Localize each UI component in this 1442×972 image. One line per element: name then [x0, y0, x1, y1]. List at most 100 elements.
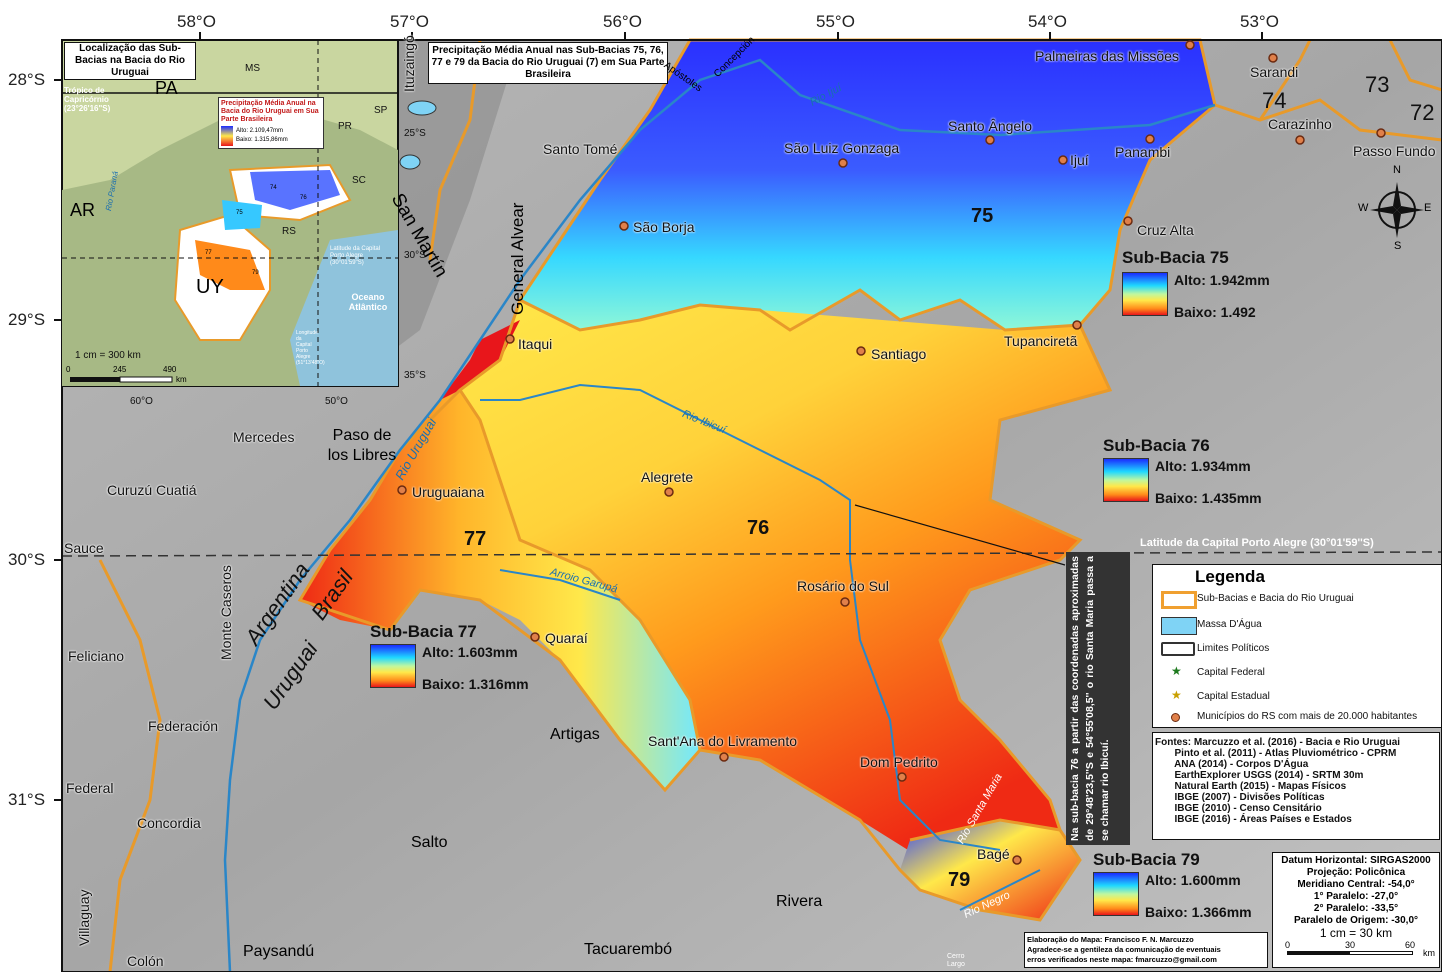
datum-l6: Paralelo de Origem: -30,0° [1293, 915, 1419, 926]
city-tacuarembo: Tacuarembó [584, 941, 673, 958]
inset-capital-lon: Longitude da Capital Porto Alegre (51°13… [296, 330, 325, 366]
city-sauce: Sauce [64, 540, 104, 556]
city-itaqui: Itaqui [518, 336, 553, 352]
city-concordia: Concordia [137, 815, 201, 831]
legend-box: Legenda Sub-Bacias e Bacia do Rio Urugua… [1152, 564, 1442, 728]
rio-ibicui-line [480, 383, 1001, 851]
inset-baixo: Baixo: 1.315,86mm [236, 137, 288, 143]
inset-sc: SC [352, 175, 366, 186]
sb79-alto: Alto: 1.600mm [1145, 872, 1241, 888]
basin-76-number: 76 [747, 517, 770, 539]
lon-label-54: 54°O [1028, 12, 1067, 31]
lon-label-56: 56°O [603, 12, 642, 31]
city-federacion: Federación [148, 718, 219, 734]
city-sao-luiz: São Luiz Gonzaga [784, 140, 900, 156]
sb76-baixo: Baixo: 1.435mm [1155, 490, 1262, 506]
city-santo-angelo: Santo Ângelo [948, 118, 1033, 134]
inset-b77: 77 [205, 250, 212, 256]
inset-scale: 1 cm = 300 km [75, 350, 141, 361]
city-uruguaiana: Uruguaiana [412, 484, 485, 500]
city-bage: Bagé [977, 846, 1010, 862]
datum-l2: Projeção: Policônica [1306, 867, 1406, 878]
region-74: 74 [1262, 88, 1287, 113]
inset-scale-km: km [176, 375, 187, 384]
inset-rs: RS [282, 226, 296, 237]
city-rosario: Rosário do Sul [797, 578, 889, 594]
inset-title: Localização das Sub-Bacias na Bacia do R… [64, 42, 196, 80]
inset-pa: PA [155, 78, 178, 98]
compass-w: W [1358, 202, 1369, 214]
city-cerro-largo: Cerro Largo [947, 953, 965, 968]
legend-water-swatch [1161, 617, 1197, 635]
legend-limits-swatch [1161, 642, 1195, 656]
latitude-dashed-line [61, 551, 1442, 557]
sb79-title: Sub-Bacia 79 [1093, 850, 1200, 869]
datum-box: Datum Horizontal: SIRGAS2000 Projeção: P… [1272, 852, 1440, 968]
inset-b79: 79 [252, 270, 259, 276]
inset-scale-0: 0 [66, 365, 71, 374]
city-general-alvear: General Alvear [508, 202, 527, 315]
map-title: Precipitação Média Anual nas Sub-Bacias … [428, 42, 668, 84]
map-frame [61, 39, 1442, 972]
legend-item-capital-estadual: Capital Estadual [1197, 691, 1270, 702]
city-santo-tome: Santo Tomé [543, 141, 618, 157]
legend-sub-basin-76: Sub-Bacia 76 Alto: 1.934mm Baixo: 1.435m… [1103, 436, 1262, 506]
datum-scale-km: km [1423, 948, 1435, 958]
lat-label-30: 30°S [8, 550, 46, 569]
datum-l4: 1° Paralelo: -27,0° [1313, 891, 1399, 902]
legend-item-limits: Limites Políticos [1197, 643, 1270, 654]
inset-capital-lat: Latitude da Capital Porto Alegre (30°01'… [330, 246, 381, 266]
compass-rose-icon: N S W E [1358, 164, 1431, 252]
sub-basin-76-area [460, 300, 1110, 870]
rio-uruguai-line [223, 58, 1216, 972]
sub-basin-79-area [900, 820, 1080, 920]
legend-sub-basin-77: Sub-Bacia 77 Alto: 1.603mm Baixo: 1.316m… [370, 622, 529, 692]
lon-label-55: 55°O [816, 12, 855, 31]
city-palmeiras: Palmeiras das Missões [1035, 48, 1179, 64]
inset-lon-60: 60°O [130, 396, 153, 407]
sources-box: Fontes: Marcuzzo et al. (2016) - Bacia e… [1152, 732, 1440, 840]
inset-tropico: Trópico de Capricórnio (23°26'16"S) [64, 86, 111, 113]
basin-77-number: 77 [464, 528, 487, 550]
lon-label-53: 53°O [1240, 12, 1279, 31]
city-passo-fundo: Passo Fundo [1353, 143, 1436, 159]
compass-n: N [1393, 164, 1401, 176]
datum-scalebar-white [1349, 951, 1413, 955]
city-curuzu: Curuzú Cuatiá [107, 482, 197, 498]
city-cruz-alta: Cruz Alta [1137, 222, 1194, 238]
datum-l3: Meridiano Central: -54,0° [1297, 879, 1415, 890]
sb79-baixo: Baixo: 1.366mm [1145, 904, 1252, 920]
capital-federal-icon: ★ [1171, 664, 1182, 678]
sb75-title: Sub-Bacia 75 [1122, 248, 1229, 267]
sb76-title: Sub-Bacia 76 [1103, 436, 1210, 455]
sources-text: Fontes: Marcuzzo et al. (2016) - Bacia e… [1155, 737, 1401, 825]
region-72: 72 [1410, 100, 1435, 125]
sb75-alto: Alto: 1.942mm [1174, 272, 1270, 288]
sb76-alto: Alto: 1.934mm [1155, 458, 1251, 474]
city-quarai: Quaraí [545, 630, 588, 646]
legend-sub-basin-75: Sub-Bacia 75 Alto: 1.942mm Baixo: 1.492 [1122, 248, 1270, 320]
sb79-gradient [1093, 872, 1139, 916]
city-colon: Colón [127, 953, 164, 969]
inset-b76: 76 [300, 195, 307, 201]
city-paso-libres: Paso de los Libres [327, 427, 397, 464]
region-73: 73 [1365, 72, 1390, 97]
city-tupancireta: Tupanciretã [1004, 333, 1078, 349]
legend-item-municipios: Municípios do RS com mais de 20.000 habi… [1197, 711, 1418, 722]
lat-label-28: 28°S [8, 70, 46, 89]
legend-basin-swatch [1161, 591, 1197, 609]
datum-scale-0: 0 [1285, 940, 1291, 950]
municipality-marker-icon [1171, 713, 1180, 722]
inset-ms: MS [245, 63, 260, 74]
city-villaguay: Villaguay [76, 889, 92, 946]
city-artigas: Artigas [550, 726, 600, 743]
sb77-title: Sub-Bacia 77 [370, 622, 477, 641]
city-ituzaingo: Ituzaingó [401, 35, 417, 92]
inset-legend-title: Precipitação Média Anual na Bacia do Rio… [221, 100, 319, 123]
inset-legend: Precipitação Média Anual na Bacia do Rio… [218, 97, 324, 149]
lat-label-29: 29°S [8, 310, 46, 329]
city-sao-borja: São Borja [633, 219, 695, 235]
datum-l1: Datum Horizontal: SIRGAS2000 [1281, 855, 1431, 866]
legend-item-capital-federal: Capital Federal [1197, 667, 1265, 678]
basin-79-number: 79 [948, 869, 971, 891]
